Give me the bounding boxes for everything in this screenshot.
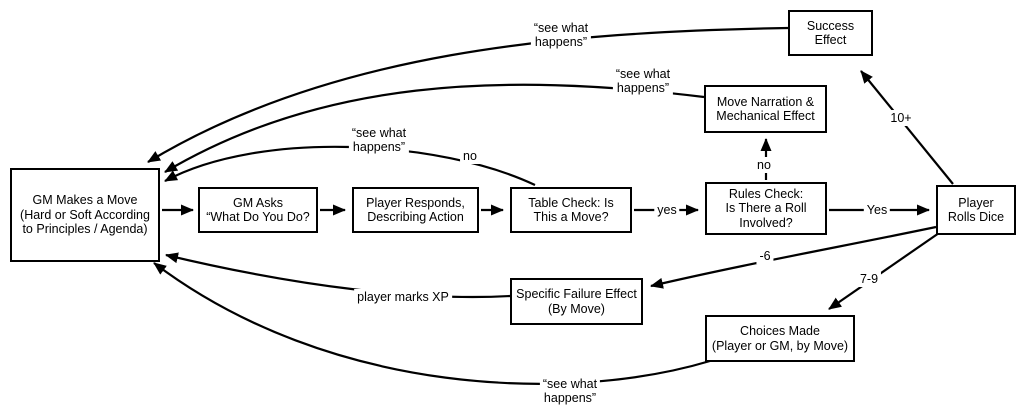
- box-text: “What Do You Do?: [206, 210, 310, 224]
- box-gm-makes-move: GM Makes a Move (Hard or Soft According …: [10, 168, 160, 262]
- box-text: (Hard or Soft According: [20, 207, 150, 222]
- box-text: Move Narration &: [716, 94, 815, 109]
- label-text: happens”: [352, 140, 406, 154]
- box-text: GM Makes a Move: [32, 193, 138, 208]
- label-text: “see what: [533, 21, 589, 35]
- box-text: to Principles / Agenda): [22, 222, 148, 237]
- box-text: Describing Action: [367, 210, 464, 224]
- box-player-responds: Player Responds, Describing Action: [352, 187, 479, 233]
- label-text: happens”: [616, 81, 670, 95]
- box-text: GM Asks: [232, 195, 283, 210]
- label-see-what-happens-narration: “see what happens”: [612, 66, 674, 96]
- label-text: “see what: [542, 377, 598, 391]
- box-move-narration: Move Narration & Mechanical Effect: [704, 85, 827, 133]
- box-text: This a Move?: [533, 210, 609, 224]
- box-text: Mechanical Effect: [716, 109, 815, 123]
- label-text: happens”: [534, 35, 588, 49]
- arrow-player-rolls-to-success-effect: [860, 70, 954, 185]
- label-see-what-happens-choices: “see what happens”: [539, 376, 601, 406]
- box-text: Is There a Roll: [725, 201, 807, 216]
- box-text: Player: [958, 195, 994, 210]
- label-yes-rules-check: Yes: [863, 202, 891, 218]
- label-yes-table-check: yes: [654, 202, 680, 218]
- box-choices-made: Choices Made (Player or GM, by Move): [705, 315, 855, 362]
- curve-success-effect-to-gm-move: [147, 26, 789, 163]
- box-gm-asks: GM Asks “What Do You Do?: [198, 187, 318, 233]
- box-specific-failure: Specific Failure Effect (By Move): [510, 278, 643, 325]
- label-text: “see what: [351, 126, 407, 140]
- label-text: happens”: [543, 391, 597, 405]
- box-text: Effect: [814, 33, 847, 47]
- box-text: Choices Made: [740, 324, 820, 338]
- box-text: (By Move): [548, 301, 605, 316]
- box-text: (Player or GM, by Move): [711, 338, 849, 353]
- box-text: Rolls Dice: [947, 210, 1005, 224]
- curve-choices-made-to-gm-move: [153, 262, 711, 385]
- box-text: Table Check: Is: [528, 195, 614, 210]
- box-text: Involved?: [739, 215, 793, 230]
- label-player-marks-xp: player marks XP: [354, 289, 452, 305]
- label-no-table-check: no: [460, 148, 480, 164]
- box-table-check: Table Check: Is This a Move?: [510, 187, 632, 233]
- label-roll-7-9: 7-9: [856, 271, 882, 287]
- box-text: Rules Check:: [728, 186, 804, 201]
- label-text: “see what: [615, 67, 671, 81]
- arrow-player-rolls-to-specific-failure: [650, 225, 937, 289]
- box-text: Success: [806, 18, 855, 33]
- label-see-what-happens-table: “see what happens”: [348, 125, 410, 155]
- box-rules-check: Rules Check: Is There a Roll Involved?: [705, 182, 827, 235]
- box-text: Specific Failure Effect: [516, 287, 637, 301]
- box-success-effect: Success Effect: [788, 10, 873, 56]
- curve-specific-failure-to-gm-move: [165, 252, 511, 299]
- arrow-player-rolls-to-choices-made: [828, 232, 940, 310]
- label-see-what-happens-success: “see what happens”: [530, 20, 592, 50]
- label-no-rules-check: no: [754, 157, 774, 173]
- curve-move-narration-to-gm-move: [164, 83, 705, 173]
- box-player-rolls-dice: Player Rolls Dice: [936, 185, 1016, 235]
- label-roll-10-plus: 10+: [887, 110, 915, 126]
- label-roll-minus-6: -6: [756, 248, 774, 264]
- box-text: Player Responds,: [366, 195, 465, 210]
